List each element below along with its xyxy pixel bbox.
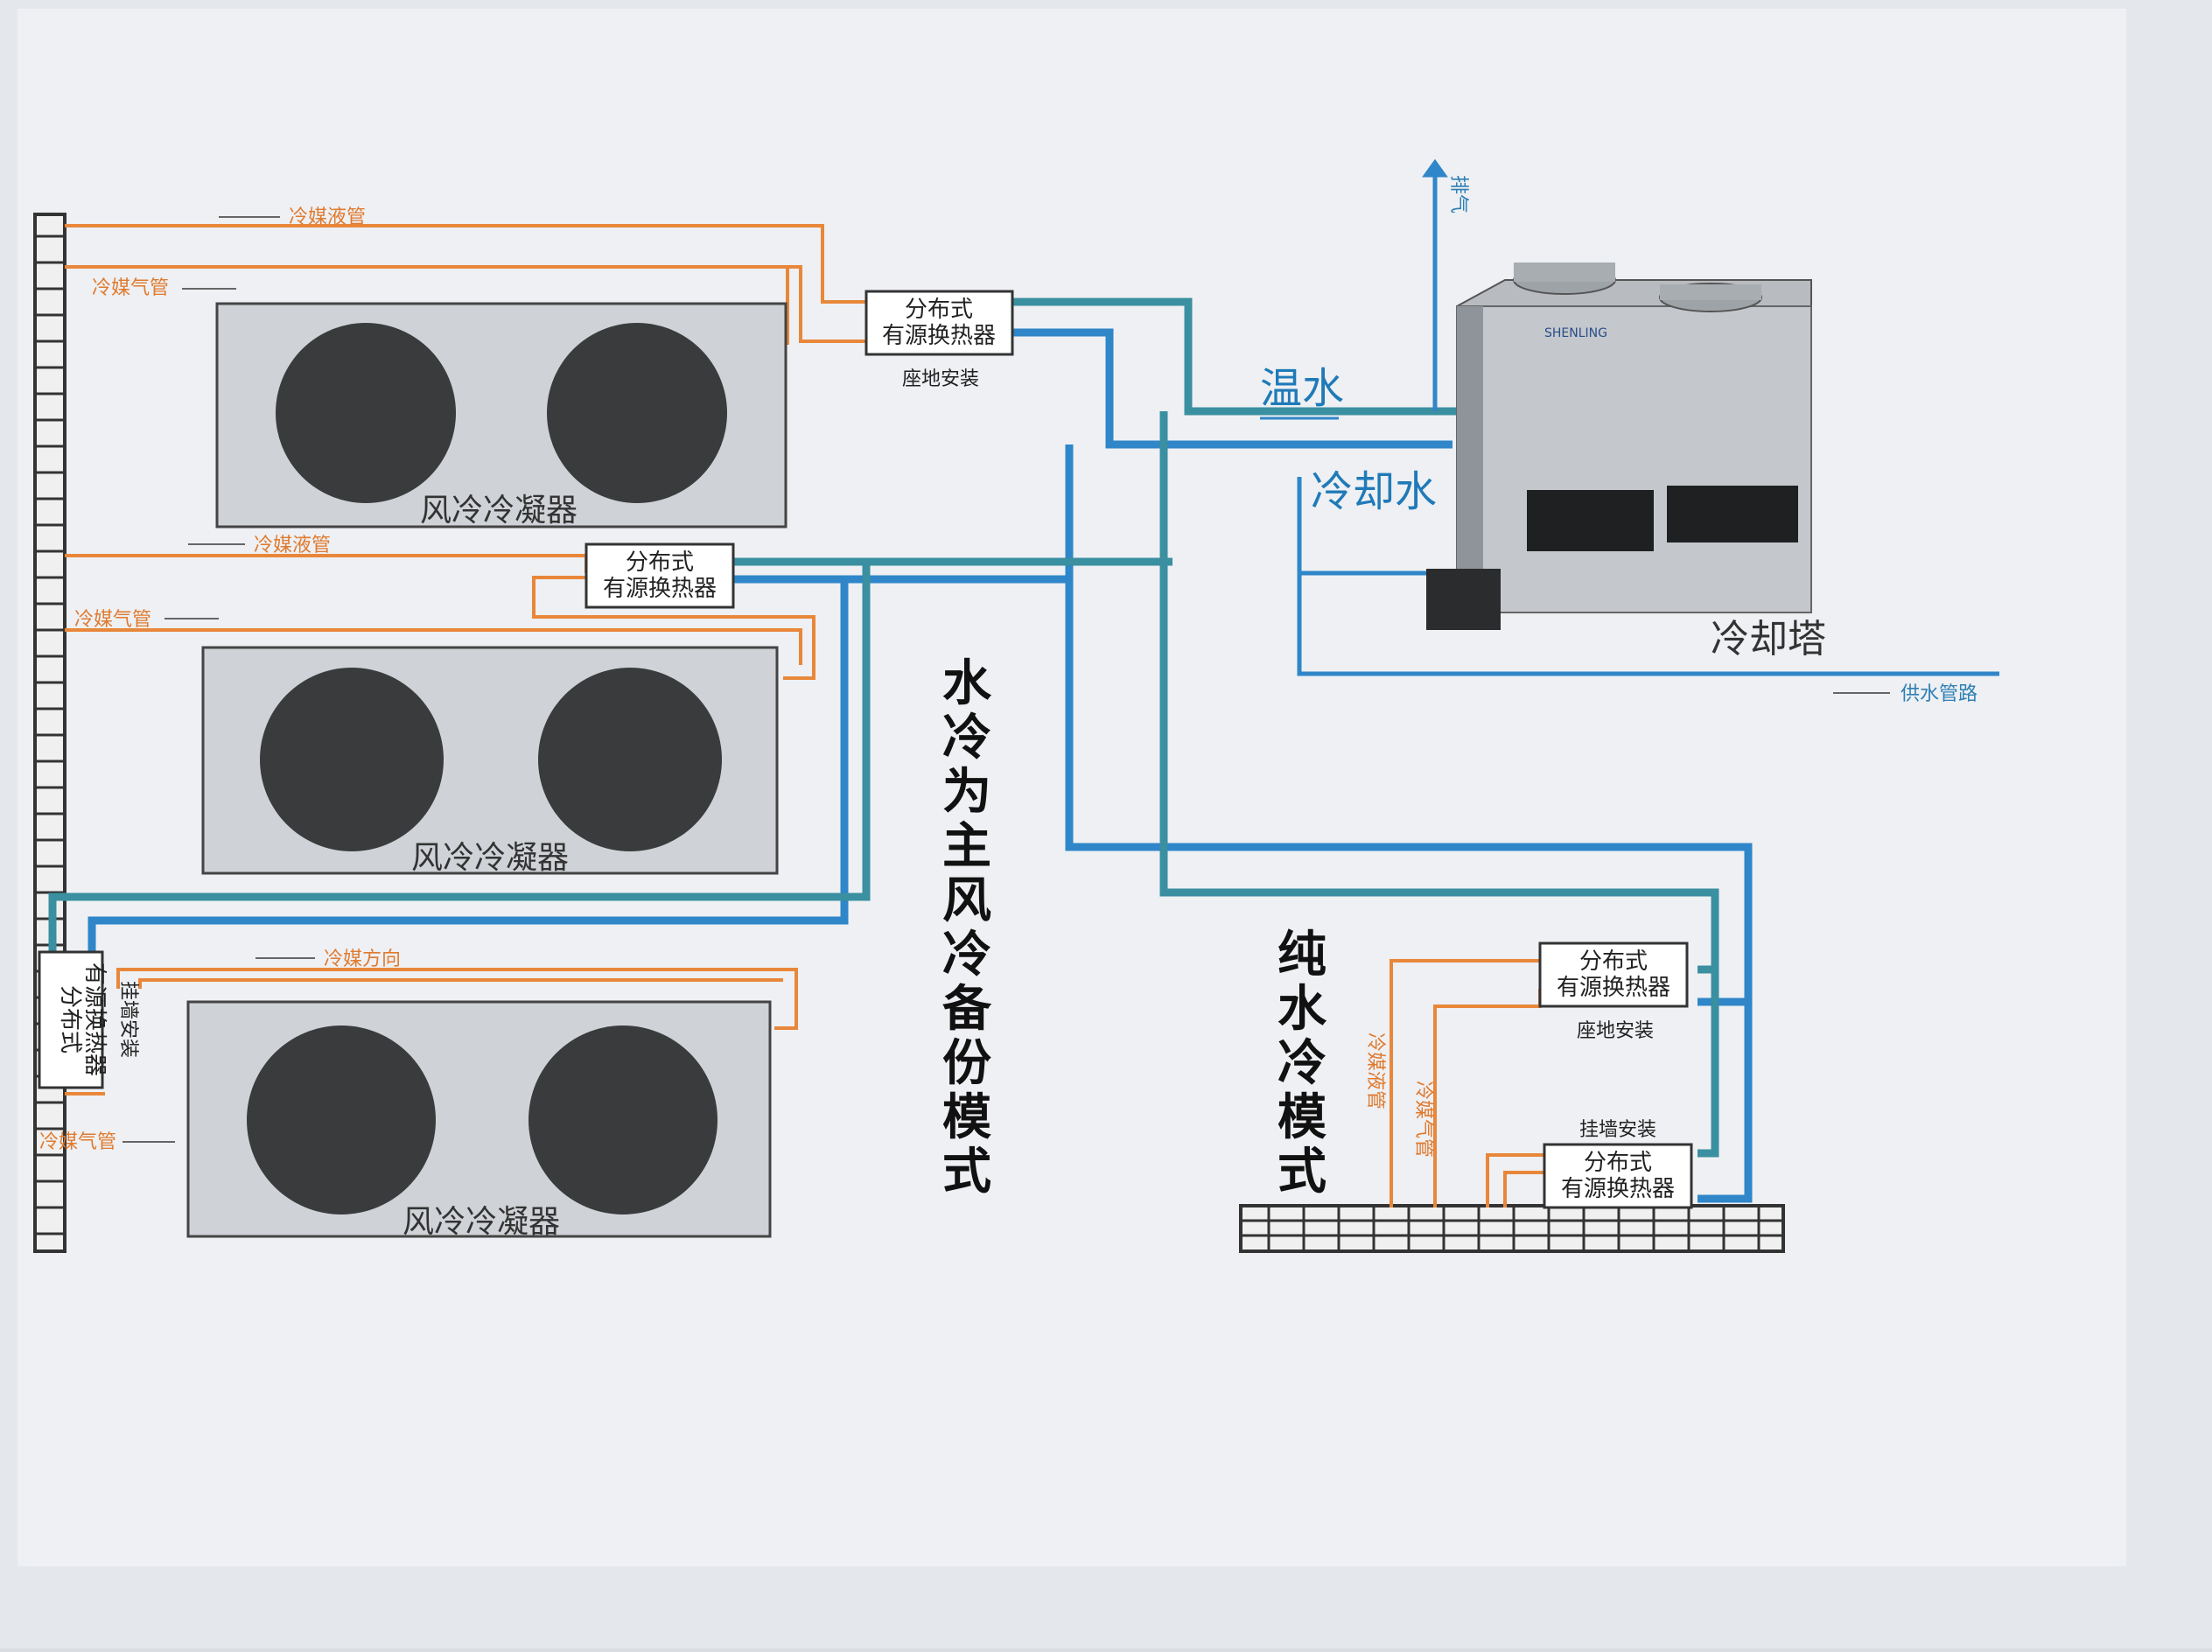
hx-unit-2-line1: 分布式 bbox=[626, 550, 694, 576]
hx-unit-4-line2: 有源换热器 bbox=[1557, 975, 1670, 1001]
label-cooling-water: 冷却水 bbox=[1311, 467, 1437, 516]
tower-brand: SHENLING bbox=[1544, 326, 1607, 340]
hx-unit-1-line2: 有源换热器 bbox=[882, 323, 996, 349]
fan-icon bbox=[538, 668, 722, 851]
label-liquid-pipe-1: 冷媒液管 bbox=[289, 206, 366, 228]
label-warm-water: 温水 bbox=[1260, 364, 1344, 413]
cold-water-pipes bbox=[88, 328, 1753, 1203]
refrigerant-pipes bbox=[65, 224, 1544, 1208]
fan-icon bbox=[276, 323, 456, 503]
label-gas-pipe-1: 冷媒气管 bbox=[92, 277, 169, 299]
pipe-labels: 冷媒液管 冷媒气管 冷媒液管 冷媒气管 冷媒方向 冷媒气管 冷媒液管 冷媒气管 … bbox=[39, 206, 1978, 1158]
fan-icon bbox=[547, 323, 727, 503]
hx-unit-5: 分布式 有源换热器 挂墙安装 bbox=[1543, 1119, 1693, 1209]
hx-unit-5-line2: 有源换热器 bbox=[1561, 1176, 1675, 1202]
svg-text:纯: 纯 bbox=[1278, 927, 1326, 984]
fan-icon bbox=[528, 1026, 718, 1214]
hx-unit-3-line2: 有源换热器 bbox=[81, 962, 108, 1076]
cooling-tower: SHENLING bbox=[1426, 262, 1812, 630]
hx-unit-4-install: 座地安装 bbox=[1577, 1020, 1654, 1042]
hx-unit-3-line1: 分布式 bbox=[57, 985, 83, 1054]
label-refrigerant-direction: 冷媒方向 bbox=[324, 948, 401, 970]
hx-unit-2: 分布式 有源换热器 bbox=[584, 542, 735, 609]
label-liquid-pipe-4: 冷媒液管 bbox=[1364, 1032, 1386, 1110]
hx-unit-4: 分布式 有源换热器 座地安装 bbox=[1538, 942, 1689, 1042]
condenser-3: 风冷冷凝器 bbox=[186, 1000, 772, 1240]
tower-supply-pipe bbox=[1297, 158, 1999, 676]
svg-text:式: 式 bbox=[1278, 1144, 1326, 1200]
label-exhaust: 排气 bbox=[1447, 175, 1469, 214]
floor-slab bbox=[1239, 1204, 1785, 1253]
hx-unit-2-line2: 有源换热器 bbox=[603, 576, 717, 602]
warm-water-pipes bbox=[48, 298, 1719, 1158]
label-supply-pipe: 供水管路 bbox=[1900, 683, 1978, 705]
svg-text:水: 水 bbox=[942, 655, 992, 712]
condenser-2-label: 风冷冷凝器 bbox=[411, 840, 569, 876]
hx-unit-4-line1: 分布式 bbox=[1579, 948, 1648, 975]
hx-unit-5-install: 挂墙安装 bbox=[1579, 1119, 1656, 1141]
svg-text:份: 份 bbox=[942, 1035, 991, 1092]
left-wall bbox=[33, 213, 66, 1253]
svg-text:水: 水 bbox=[1278, 981, 1327, 1038]
hx-unit-5-line1: 分布式 bbox=[1584, 1150, 1652, 1176]
fan-icon bbox=[260, 668, 444, 851]
hx-unit-1: 分布式 有源换热器 座地安装 bbox=[864, 290, 1014, 390]
svg-text:模: 模 bbox=[942, 1089, 991, 1146]
label-gas-pipe-3: 冷媒气管 bbox=[39, 1131, 116, 1153]
condenser-2: 风冷冷凝器 bbox=[201, 646, 779, 876]
svg-text:式: 式 bbox=[942, 1144, 991, 1200]
label-cooling-tower: 冷却塔 bbox=[1711, 617, 1826, 662]
fan-icon bbox=[247, 1026, 436, 1214]
svg-text:为: 为 bbox=[942, 764, 991, 821]
pure-water-mode-label: 纯 水 冷 模 式 bbox=[1278, 927, 1327, 1200]
svg-text:备: 备 bbox=[942, 981, 992, 1038]
backup-mode-label: 水 冷 为 主 风 冷 备 份 模 式 bbox=[942, 655, 992, 1200]
hx-unit-1-line1: 分布式 bbox=[905, 297, 973, 323]
svg-text:风: 风 bbox=[942, 872, 991, 929]
hx-unit-3-install: 挂墙安装 bbox=[117, 981, 139, 1058]
svg-text:主: 主 bbox=[942, 818, 991, 875]
condenser-1-label: 风冷冷凝器 bbox=[420, 493, 578, 528]
svg-text:冷: 冷 bbox=[1278, 1035, 1326, 1092]
label-gas-pipe-2: 冷媒气管 bbox=[74, 609, 151, 631]
condenser-3-label: 风冷冷凝器 bbox=[402, 1204, 560, 1240]
label-liquid-pipe-2: 冷媒液管 bbox=[254, 535, 331, 556]
svg-text:冷: 冷 bbox=[942, 710, 991, 766]
svg-text:模: 模 bbox=[1278, 1089, 1326, 1146]
svg-text:冷: 冷 bbox=[942, 927, 991, 984]
condenser-1: 风冷冷凝器 bbox=[215, 302, 788, 528]
hx-unit-1-install: 座地安装 bbox=[902, 368, 979, 390]
label-gas-pipe-4: 冷媒气管 bbox=[1412, 1081, 1434, 1158]
hx-unit-3: 分布式 有源换热器 挂墙安装 bbox=[38, 950, 139, 1089]
